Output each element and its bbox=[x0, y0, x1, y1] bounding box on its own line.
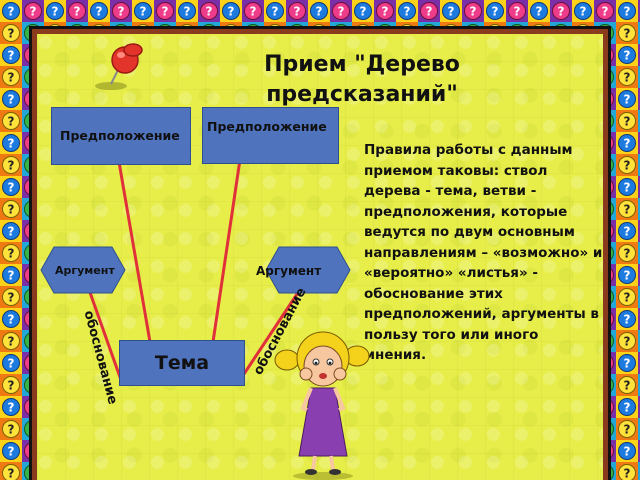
page-title: Прием "Дерево предсказаний" bbox=[264, 52, 460, 107]
topic-box: Тема bbox=[119, 340, 245, 386]
argument-hexagon-right bbox=[265, 246, 351, 294]
assumption-label: Предположение bbox=[207, 119, 327, 134]
argument-label-right: Аргумент bbox=[256, 264, 322, 278]
assumption-box-left: Предположение bbox=[51, 107, 191, 165]
assumption-box-right: Предположение bbox=[202, 107, 339, 164]
argument-hexagon-left bbox=[40, 246, 126, 294]
topic-label: Тема bbox=[154, 351, 210, 374]
push-pin-icon bbox=[95, 43, 143, 90]
argument-label-left: Аргумент bbox=[55, 264, 115, 277]
slide-canvas: Прием "Дерево предсказаний" Предположени… bbox=[37, 34, 603, 480]
assumption-label: Предположение bbox=[60, 128, 180, 143]
girl-illustration bbox=[274, 331, 370, 480]
rules-text: Правила работы с данным приемом таковы: … bbox=[364, 142, 603, 363]
